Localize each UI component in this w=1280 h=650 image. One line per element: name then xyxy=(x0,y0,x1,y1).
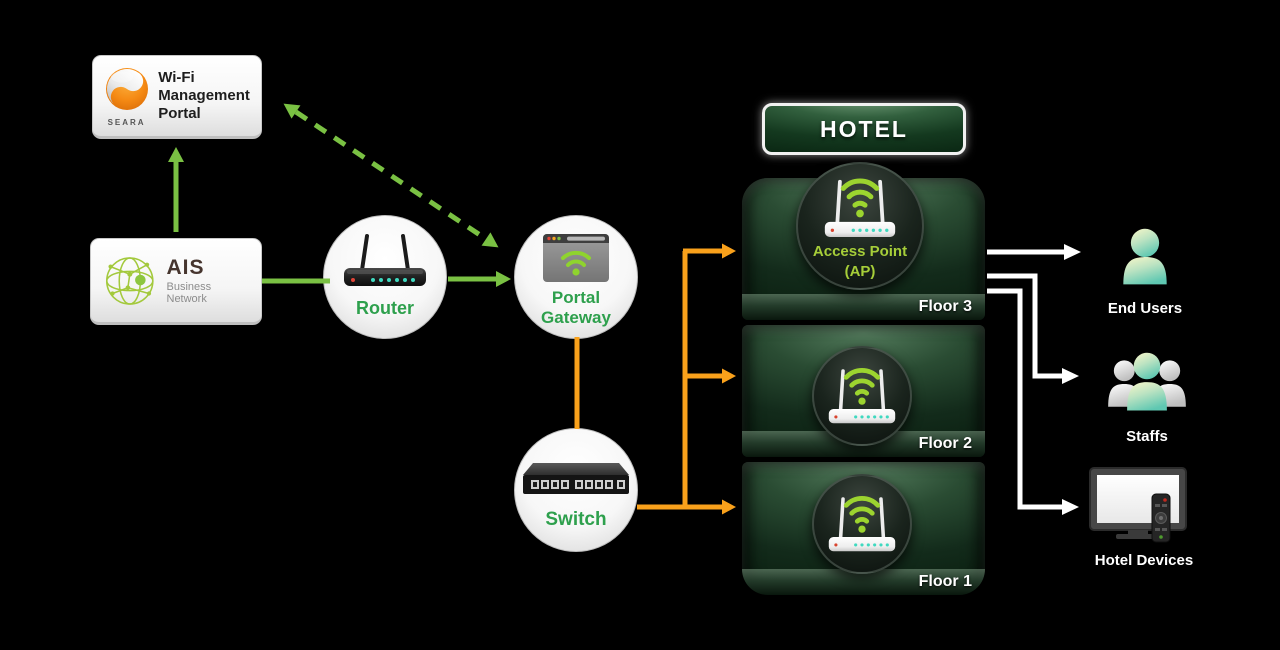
arrow-hotel-to-devices xyxy=(987,288,1079,515)
floor-2-ap xyxy=(812,346,912,446)
access-point-callout: Access Point (AP) xyxy=(796,162,924,290)
router-node: Router xyxy=(323,215,447,339)
floor-1-ap-icon xyxy=(828,496,896,552)
access-point-sublabel: (AP) xyxy=(844,262,876,280)
staffs-endpoint: Staffs xyxy=(1085,348,1209,445)
hotel-building: Floor 3 Floor 2 Floor 1 xyxy=(742,162,985,595)
hotel-devices-label: Hotel Devices xyxy=(1094,552,1194,569)
ais-brand-text: AIS xyxy=(166,256,205,279)
portal-gateway-label: Portal Gateway xyxy=(541,288,611,327)
switch-label: Switch xyxy=(545,509,607,530)
router-icon xyxy=(344,234,426,286)
arrow-hotel-to-staffs xyxy=(987,273,1079,384)
switch-node: Switch xyxy=(514,428,638,552)
floor-1-ap xyxy=(812,474,912,574)
router-label: Router xyxy=(356,298,414,318)
floor-2-label: Floor 2 xyxy=(918,435,972,452)
staffs-label: Staffs xyxy=(1126,428,1168,445)
floor-2-ap-icon xyxy=(828,368,896,424)
ais-globe-icon xyxy=(105,256,154,305)
ais-network-box: AIS Business Network xyxy=(90,238,262,325)
portal-gateway-node: Portal Gateway xyxy=(514,215,638,339)
floor-3-label: Floor 3 xyxy=(918,298,972,315)
floor-1-label: Floor 1 xyxy=(918,573,972,590)
seara-brand-text: SEARA xyxy=(107,117,146,127)
person-icon xyxy=(1123,228,1167,285)
seara-logo: SEARA xyxy=(101,66,152,127)
access-point-label: Access Point xyxy=(812,243,908,260)
tv-remote-icon xyxy=(1089,467,1187,543)
end-users-endpoint: End Users xyxy=(1085,224,1205,317)
remote-control-icon xyxy=(1151,493,1171,543)
wifi-management-portal-box: SEARA Wi-Fi Management Portal xyxy=(92,55,262,139)
access-point-icon xyxy=(824,178,896,237)
seara-swirl-icon xyxy=(105,67,148,110)
hotel-devices-endpoint: Hotel Devices xyxy=(1078,466,1210,569)
portal-gateway-icon xyxy=(543,234,609,282)
ais-subtitle: Business Network xyxy=(166,281,212,305)
floor-3-band: Floor 3 xyxy=(742,294,985,320)
people-group-icon xyxy=(1108,352,1186,411)
hotel-sign: HOTEL xyxy=(762,103,966,155)
line-switch-trunk xyxy=(637,251,688,510)
end-users-label: End Users xyxy=(1107,300,1183,317)
portal-title: Wi-Fi Management Portal xyxy=(158,68,250,123)
switch-icon xyxy=(523,463,629,494)
hotel-sign-label: HOTEL xyxy=(820,115,908,142)
